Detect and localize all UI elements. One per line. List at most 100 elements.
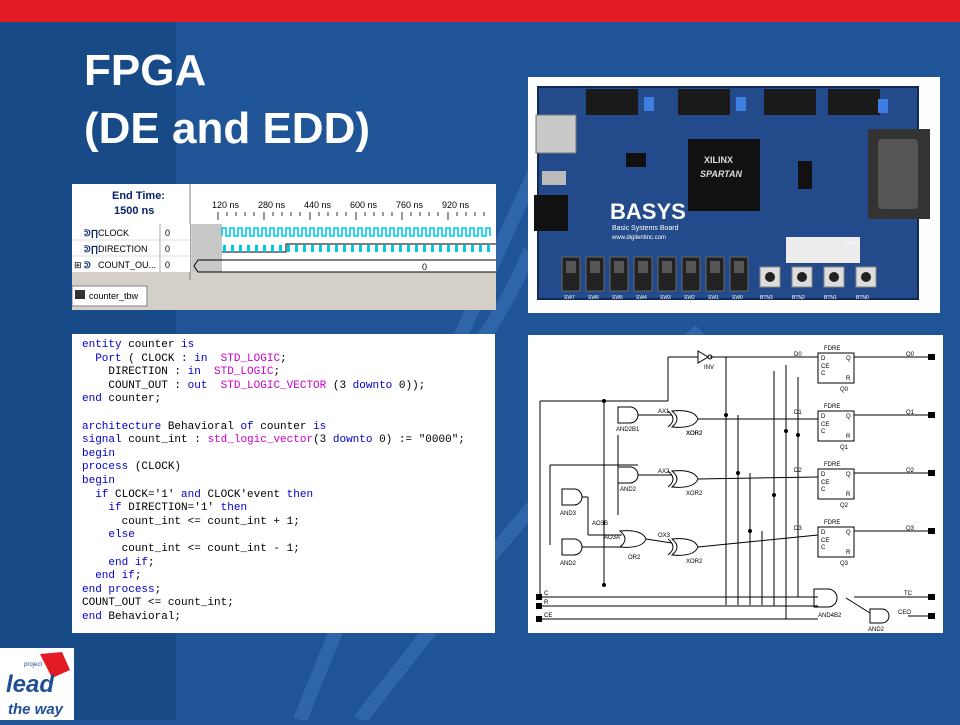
wire-label-ox3: OX3 xyxy=(658,533,671,539)
gate-label-ao3b: AO3B xyxy=(592,521,608,527)
signal-bus-icon: ᕲ xyxy=(84,260,91,270)
gate-label-and2: AND2 xyxy=(620,487,637,493)
board-name: BASYS xyxy=(610,199,686,224)
ff-pin-d: D xyxy=(821,472,826,478)
clock-waveform xyxy=(221,227,491,237)
ff-pin-c: C xyxy=(821,429,826,435)
gate-label-and3: AND3 xyxy=(560,511,577,517)
flipflop-label: FDRE xyxy=(824,520,840,526)
signal-clock-icon: ᕲ∏ xyxy=(84,228,98,239)
count-out-bus: 0 xyxy=(193,259,496,273)
time-marker: 440 ns xyxy=(304,200,332,210)
xor-gate-label: XOR2 xyxy=(686,431,703,437)
pltw-logo: project lead the way xyxy=(6,652,70,718)
wire-label-ax2: AX2 xyxy=(658,469,670,475)
gate-label-or2: OR2 xyxy=(628,555,641,561)
flipflop-label: FDRE xyxy=(824,404,840,410)
time-marker: 120 ns xyxy=(212,200,240,210)
button-label: BTN0 xyxy=(856,295,869,301)
wire-label-ax1: AX1 xyxy=(658,409,670,415)
button-label: BTN2 xyxy=(792,295,805,301)
gate-label-ao3a: AO3A xyxy=(604,535,620,541)
time-marker: 920 ns xyxy=(442,200,470,210)
ff-pin-ce: CE xyxy=(821,538,829,544)
gate-label-and2-c: AND2 xyxy=(868,627,885,633)
q-output-label: Q1 xyxy=(906,410,915,416)
top-accent-bar xyxy=(0,0,960,22)
switch-label: SW5 xyxy=(612,295,623,301)
board-chip-label: SPARTAN xyxy=(700,169,743,179)
q-output-label: Q2 xyxy=(906,468,915,474)
output-label-tc: TC xyxy=(904,591,913,597)
project-lead-the-way-logo: project lead the way xyxy=(0,648,74,720)
xor-gate-label: XOR2 xyxy=(686,491,703,497)
switch-label: SW6 xyxy=(588,295,599,301)
switch-label: SW7 xyxy=(564,295,575,301)
xor-gate-label: XOR2 xyxy=(686,431,703,437)
q-output-label: Q3 xyxy=(906,526,915,532)
ff-pin-r: R xyxy=(846,434,851,440)
xor-gate-label: XOR2 xyxy=(686,559,703,565)
ff-pin-ce: CE xyxy=(821,422,829,428)
input-label-ce: CE xyxy=(544,613,552,619)
signal-direction-icon: ᕲ∏ xyxy=(84,244,98,255)
title-line-2: (DE and EDD) xyxy=(84,104,370,153)
board-buttons: BTN3 BTN2 BTN1 BTN0 xyxy=(759,266,877,301)
ff-pin-ce: CE xyxy=(821,364,829,370)
time-marker: 280 ns xyxy=(258,200,286,210)
display-label: DISP1 xyxy=(846,241,861,247)
switch-label: SW1 xyxy=(708,295,719,301)
ff-pin-q: Q xyxy=(846,472,851,478)
vhdl-code: entity counter is Port ( CLOCK : in STD_… xyxy=(82,339,465,623)
q-pin-label: Q1 xyxy=(840,445,849,451)
q-pin-label: Q0 xyxy=(840,387,849,393)
gate-label-and2b1: AND2B1 xyxy=(616,427,640,433)
logo-line-1: project xyxy=(24,662,42,668)
signal-name-count-out[interactable]: COUNT_OU... xyxy=(98,260,156,270)
board-url: www.digilentinc.com xyxy=(611,235,666,241)
ff-pin-r: R xyxy=(846,492,851,498)
basys-board-drawing: XILINX SPARTAN BASYS Basic Systems Board… xyxy=(534,86,930,301)
input-label-r: R xyxy=(544,600,549,606)
time-marker: 600 ns xyxy=(350,200,378,210)
board-subtitle: Basic Systems Board xyxy=(612,225,679,232)
ff-pin-d: D xyxy=(821,530,826,536)
ff-pin-c: C xyxy=(821,487,826,493)
ff-pin-q: Q xyxy=(846,356,851,362)
ff-pin-r: R xyxy=(846,376,851,382)
title-line-1: FPGA xyxy=(84,46,207,95)
direction-waveform xyxy=(222,243,496,253)
button-label: BTN3 xyxy=(760,295,773,301)
d-input-label: D2 xyxy=(794,468,802,474)
board-brand-label: XILINX xyxy=(704,155,733,165)
q-pin-label: Q3 xyxy=(840,561,849,567)
switch-label: SW4 xyxy=(636,295,647,301)
input-label-c: C xyxy=(544,591,549,597)
end-time-label: End Time: xyxy=(112,190,165,202)
time-marker: 760 ns xyxy=(396,200,424,210)
expand-icon[interactable]: ⊞ xyxy=(74,260,82,270)
d-input-label: D3 xyxy=(794,526,802,532)
ff-pin-d: D xyxy=(821,414,826,420)
switch-label: SW3 xyxy=(660,295,671,301)
q-output-label: Q0 xyxy=(906,352,915,358)
d-input-label: D1 xyxy=(794,410,802,416)
flipflop-label: FDRE xyxy=(824,346,840,352)
logo-line-2: lead xyxy=(6,671,55,698)
ff-pin-ce: CE xyxy=(821,480,829,486)
signal-name-direction[interactable]: DIRECTION xyxy=(98,244,148,254)
button-label: BTN1 xyxy=(824,295,837,301)
output-label-ceo: CEO xyxy=(898,610,911,616)
switch-label: SW2 xyxy=(684,295,695,301)
testbench-tab[interactable]: counter_tbw xyxy=(89,291,139,301)
ff-pin-r: R xyxy=(846,550,851,556)
inv-label: INV xyxy=(704,365,714,371)
q-pin-label: Q2 xyxy=(840,503,849,509)
signal-name-clock[interactable]: CLOCK xyxy=(98,228,129,238)
slide-title: FPGA (DE and EDD) xyxy=(84,42,370,158)
gate-label-and2-b: AND2 xyxy=(560,561,577,567)
